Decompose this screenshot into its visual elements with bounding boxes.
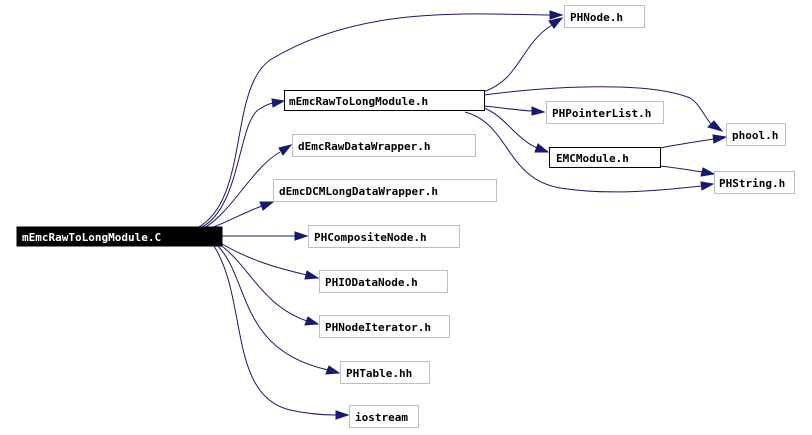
edge-memcraw-h-to-phnode xyxy=(482,24,553,93)
edge-root-to-demcdcm-arrow xyxy=(259,201,275,211)
node-phcomposite[interactable]: PHCompositeNode.h xyxy=(308,225,460,248)
edge-memcraw-h-to-phool xyxy=(483,86,713,126)
node-phpointerlist-label: PHPointerList.h xyxy=(552,107,651,120)
node-phool-label: phool.h xyxy=(732,129,778,142)
node-demcrawdata[interactable]: dEmcRawDataWrapper.h xyxy=(292,134,476,157)
edge-emcmodule-to-phstring xyxy=(659,165,703,173)
edges xyxy=(196,10,728,420)
edge-root-to-demcrawdata-arrow xyxy=(278,144,293,156)
edge-root-to-demcdcm xyxy=(207,205,263,230)
node-emcmodule[interactable]: EMCModule.h xyxy=(549,147,661,168)
edge-memcraw-h-to-phstring xyxy=(464,111,703,193)
edge-memcraw-h-to-phpointerlist xyxy=(483,105,533,112)
edge-root-to-phtable-arrow xyxy=(325,365,341,375)
edge-memcraw-h-to-emcmodule-arrow xyxy=(534,143,550,153)
node-phool[interactable]: phool.h xyxy=(726,123,786,146)
edge-root-to-phnode-arrow xyxy=(549,10,564,20)
node-memcraw-h[interactable]: mEmcRawToLongModule.h xyxy=(284,90,485,111)
edge-root-to-iostream xyxy=(213,245,337,416)
edge-root-to-phtable xyxy=(217,245,329,371)
edge-memcraw-h-to-phnode-arrow xyxy=(548,17,564,29)
node-phstring[interactable]: PHString.h xyxy=(714,171,795,194)
node-phnodeiterator[interactable]: PHNodeIterator.h xyxy=(319,315,450,338)
node-root-label: mEmcRawToLongModule.C xyxy=(22,231,161,244)
node-root[interactable]: mEmcRawToLongModule.C xyxy=(16,226,223,247)
edge-memcraw-h-to-phool-arrow xyxy=(707,120,724,132)
edge-emcmodule-to-phool xyxy=(659,138,715,149)
node-phnodeiterator-label: PHNodeIterator.h xyxy=(325,321,431,334)
node-phiodatanode[interactable]: PHIODataNode.h xyxy=(319,270,448,293)
edge-emcmodule-to-phstring-arrow xyxy=(700,167,716,177)
edge-root-to-phnodeiterator xyxy=(221,245,308,322)
node-phcomposite-label: PHCompositeNode.h xyxy=(314,231,427,244)
node-phnode[interactable]: PHNode.h xyxy=(564,5,645,28)
edge-root-to-demcrawdata xyxy=(203,151,281,229)
node-memcraw-h-label: mEmcRawToLongModule.h xyxy=(289,95,428,108)
edge-memcraw-h-to-phpointerlist-arrow xyxy=(531,106,546,116)
edge-root-to-phnode xyxy=(196,13,551,229)
node-iostream-label: iostream xyxy=(355,411,408,424)
node-iostream[interactable]: iostream xyxy=(349,405,419,428)
node-phstring-label: PHString.h xyxy=(719,177,785,190)
edge-root-to-phcomposite-arrow xyxy=(294,231,309,241)
node-emcmodule-label: EMCModule.h xyxy=(556,152,629,165)
node-phpointerlist[interactable]: PHPointerList.h xyxy=(546,101,664,124)
node-phnode-label: PHNode.h xyxy=(570,11,623,24)
edge-root-to-memcraw-h xyxy=(199,102,274,229)
edge-memcraw-h-to-emcmodule xyxy=(483,107,538,149)
edge-root-to-memcraw-h-arrow xyxy=(271,98,286,108)
edge-root-to-phnodeiterator-arrow xyxy=(304,316,320,326)
edge-emcmodule-to-phool-arrow xyxy=(712,134,728,144)
edge-root-to-iostream-arrow xyxy=(335,410,350,420)
edge-root-to-phiodatanode xyxy=(221,243,308,276)
node-demcrawdata-label: dEmcRawDataWrapper.h xyxy=(298,140,430,153)
node-phtable-label: PHTable.hh xyxy=(346,367,412,380)
edge-memcraw-h-to-phstring-arrow xyxy=(700,181,715,191)
node-demcdcm-label: dEmcDCMLongDataWrapper.h xyxy=(279,185,438,198)
node-phiodatanode-label: PHIODataNode.h xyxy=(325,276,418,289)
edge-root-to-phiodatanode-arrow xyxy=(304,270,320,280)
nodes: mEmcRawToLongModule.C PHNode.h mEmcRawTo… xyxy=(16,5,795,428)
node-phtable[interactable]: PHTable.hh xyxy=(340,361,430,384)
node-demcdcm[interactable]: dEmcDCMLongDataWrapper.h xyxy=(273,179,497,202)
